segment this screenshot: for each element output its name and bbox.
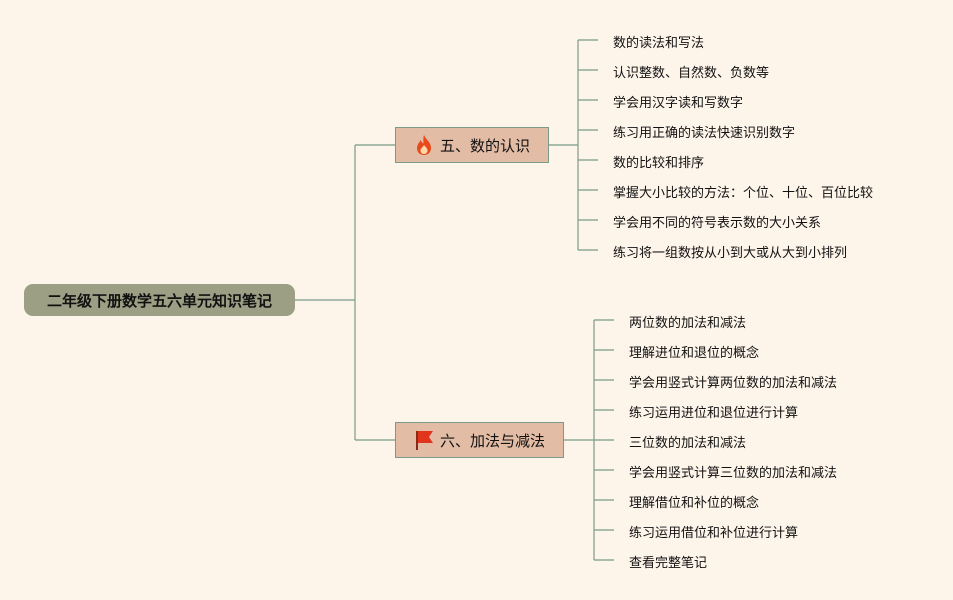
leaf-label: 练习将一组数按从小到大或从大到小排列 [613, 245, 848, 261]
root-node[interactable]: 二年级下册数学五六单元知识笔记 [24, 284, 295, 316]
flag-icon [414, 429, 434, 451]
leaf-label: 学会用竖式计算两位数的加法和减法 [629, 375, 838, 391]
leaf-item[interactable]: 两位数的加法和减法 [629, 309, 746, 333]
leaf-label: 数的比较和排序 [613, 155, 705, 171]
leaf-item[interactable]: 数的比较和排序 [613, 149, 704, 173]
leaf-item[interactable]: 练习将一组数按从小到大或从大到小排列 [613, 239, 847, 263]
leaf-label: 查看完整笔记 [629, 555, 708, 571]
leaf-label: 学会用竖式计算三位数的加法和减法 [629, 465, 838, 481]
leaf-item[interactable]: 学会用不同的符号表示数的大小关系 [613, 209, 821, 233]
leaf-item[interactable]: 练习运用借位和补位进行计算 [629, 519, 798, 543]
leaf-label: 理解进位和退位的概念 [629, 345, 760, 361]
leaf-label: 数的读法和写法 [613, 35, 705, 51]
branch-node-addition-subtraction[interactable]: 六、加法与减法 [395, 422, 564, 458]
leaf-item[interactable]: 认识整数、自然数、负数等 [613, 59, 769, 83]
leaf-item[interactable]: 练习运用进位和退位进行计算 [629, 399, 798, 423]
fire-icon-inner [420, 145, 428, 154]
flag-icon-pole [415, 431, 418, 450]
leaf-label: 理解借位和补位的概念 [629, 495, 760, 511]
leaf-item[interactable]: 数的读法和写法 [613, 29, 704, 53]
leaf-label: 学会用不同的符号表示数的大小关系 [613, 215, 822, 231]
branch-label: 六、加法与减法 [439, 431, 545, 450]
leaf-label: 练习运用借位和补位进行计算 [629, 525, 799, 541]
leaf-label: 掌握大小比较的方法：个位、十位、百位比较 [613, 185, 874, 201]
branch-label: 五、数的认识 [439, 136, 530, 155]
leaf-label: 认识整数、自然数、负数等 [613, 65, 770, 81]
leaf-item[interactable]: 学会用竖式计算两位数的加法和减法 [629, 369, 837, 393]
leaf-label: 学会用汉字读和写数字 [613, 95, 744, 111]
leaf-item[interactable]: 学会用汉字读和写数字 [613, 89, 743, 113]
fire-icon [414, 134, 434, 156]
leaf-item[interactable]: 学会用竖式计算三位数的加法和减法 [629, 459, 837, 483]
leaf-item[interactable]: 练习用正确的读法快速识别数字 [613, 119, 795, 143]
leaf-label: 两位数的加法和减法 [629, 315, 747, 331]
leaf-label: 练习运用进位和退位进行计算 [629, 405, 799, 421]
leaf-item[interactable]: 理解进位和退位的概念 [629, 339, 759, 363]
leaf-item[interactable]: 三位数的加法和减法 [629, 429, 746, 453]
leaf-item[interactable]: 掌握大小比较的方法：个位、十位、百位比较 [613, 179, 873, 203]
branch-node-number-recognition[interactable]: 五、数的认识 [395, 127, 549, 163]
leaf-label: 三位数的加法和减法 [629, 435, 747, 451]
root-title: 二年级下册数学五六单元知识笔记 [46, 291, 272, 310]
leaf-item[interactable]: 查看完整笔记 [629, 549, 707, 573]
flag-icon-cloth [417, 431, 433, 443]
leaf-item[interactable]: 理解借位和补位的概念 [629, 489, 759, 513]
leaf-label: 练习用正确的读法快速识别数字 [613, 125, 796, 141]
